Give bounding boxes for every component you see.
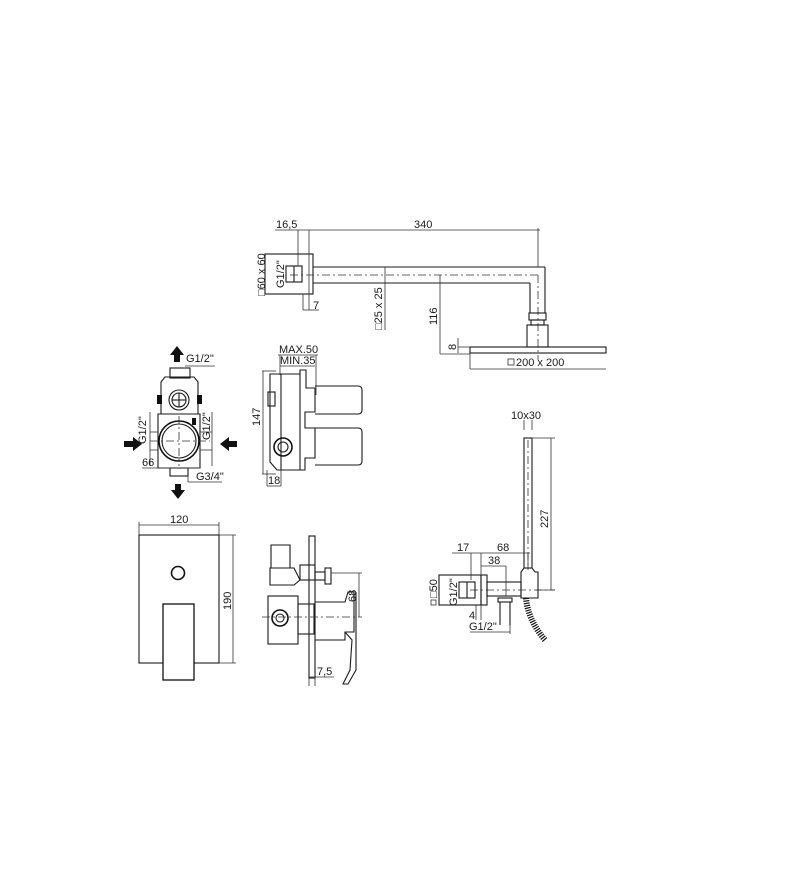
arrow-up-icon [170,346,184,362]
mixer-lever [162,603,195,681]
mixer-side-view: 68 7,5 [262,535,362,686]
dim-thread: G1/2" [275,260,287,288]
square-symbol-icon [430,599,437,606]
dim-spacing: 66 [142,457,154,469]
dim-handle-section: 10x30 [511,410,541,422]
label-thread-bottom: G1/2" [469,621,497,633]
hand-shower-view: 10x30 227 17 68 38 [428,410,555,642]
dim-min-depth: MIN.35 [280,355,315,367]
label-thread-top: G1/2" [448,578,460,606]
dim-flange-depth: 7 [313,300,319,312]
dim-flange-size: □60 x 60 [256,253,268,296]
dim-plate-thickness: 7,5 [317,666,332,678]
trim-plate-front-view: 120 190 [138,514,236,681]
dim-trim-height: 190 [222,592,234,610]
dim-head-size: 200 x 200 [516,357,564,369]
arrow-right-icon [124,437,142,451]
dim-arm-length: 340 [414,219,432,231]
dim-spout-offset: 68 [347,590,359,602]
shower-arm-view: 16,5 340 7 □60 x 60 G1/2" □25 x 25 116 8… [256,219,607,370]
wall-flange [264,253,314,295]
square-symbol-icon [507,358,515,366]
arrow-left-icon [220,437,237,451]
label-inlet-left: G1/2" [137,416,149,444]
dim-elbow-depth: 17 [457,542,469,554]
hose [523,597,548,642]
dim-handle-length: 227 [539,510,551,528]
valve-body-front-view: G1/2" G1/2" G1/2" 66 G3/ [124,346,237,499]
dim-gap: 4 [469,610,475,622]
label-inlet-right: G1/2" [201,412,213,440]
dim-height: 147 [251,408,263,426]
dim-max-depth: MAX.50 [279,344,318,356]
label-outlet-bottom: G3/4" [196,471,224,483]
dim-elbow-length: 68 [497,542,509,554]
dim-base: 18 [268,475,280,487]
dim-drop-height: 116 [428,307,440,325]
diverter-knob [170,565,186,581]
label-outlet-top: G1/2" [186,353,214,365]
dim-head-thickness: 8 [447,344,459,350]
valve-body-side-view: MAX.50 MIN.35 147 18 [251,344,363,487]
dim-trim-width: 120 [170,514,188,526]
dim-arm-section: □25 x 25 [373,287,385,330]
dim-elbow-outlet: 38 [488,555,500,567]
dim-flange-size: □50 [428,579,440,598]
shower-head [469,346,607,354]
arrow-down-icon [171,484,185,499]
dim-wall-offset: 16,5 [276,219,297,231]
